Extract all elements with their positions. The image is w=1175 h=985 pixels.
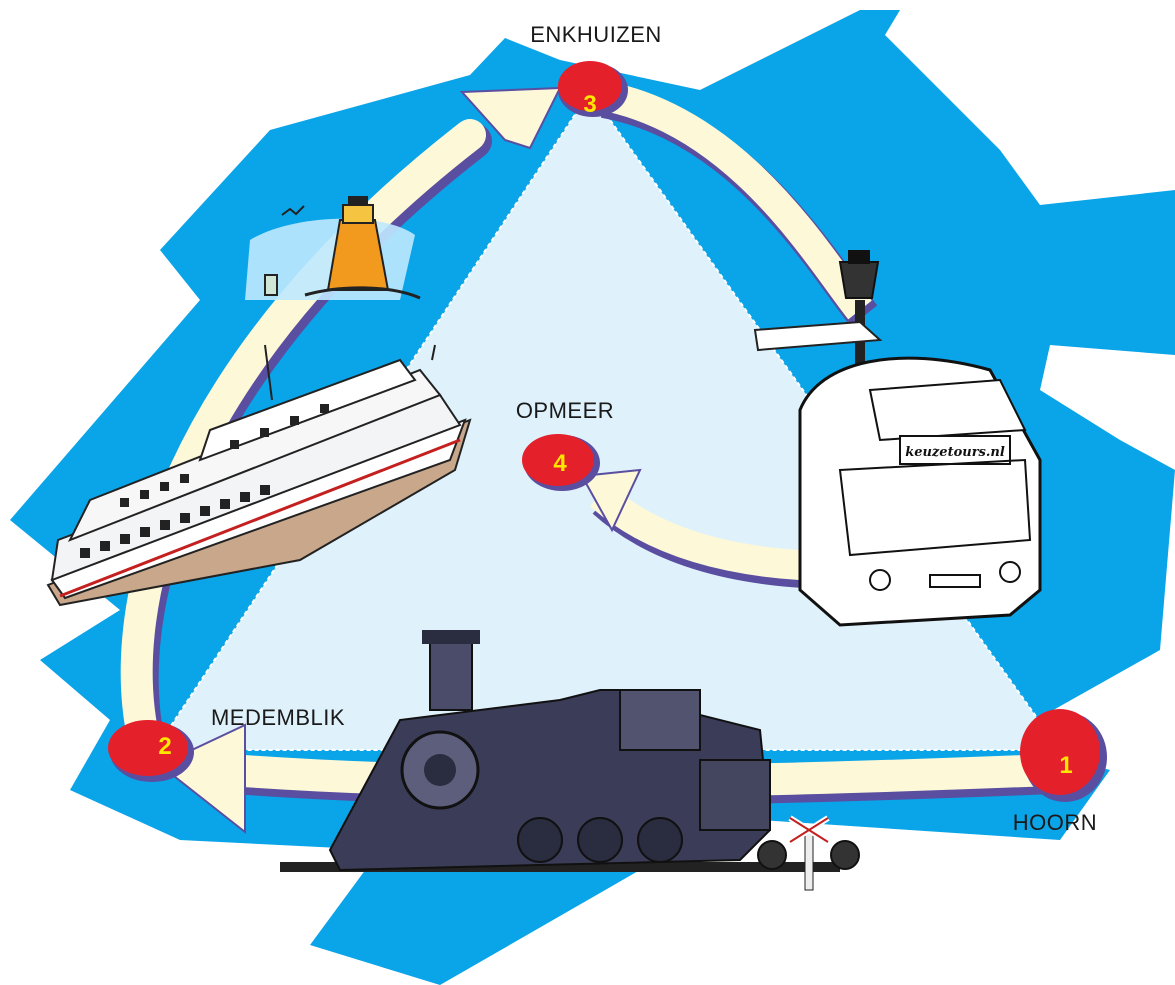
stop-1-number: 1: [1059, 752, 1072, 779]
stop-2-label: MEDEMBLIK: [211, 705, 345, 730]
railroad-crossing-icon: [758, 818, 859, 890]
bus-icon: keuzetours.nl: [800, 358, 1040, 625]
bus-destination-sign: keuzetours.nl: [905, 445, 1005, 460]
stop-4-label: OPMEER: [516, 398, 614, 423]
stop-4-number: 4: [553, 450, 567, 477]
stop-3-label: ENKHUIZEN: [530, 22, 662, 47]
stop-2-number: 2: [158, 733, 171, 760]
stop-3-number: 3: [583, 91, 596, 118]
stop-1-label: HOORN: [1013, 810, 1097, 835]
